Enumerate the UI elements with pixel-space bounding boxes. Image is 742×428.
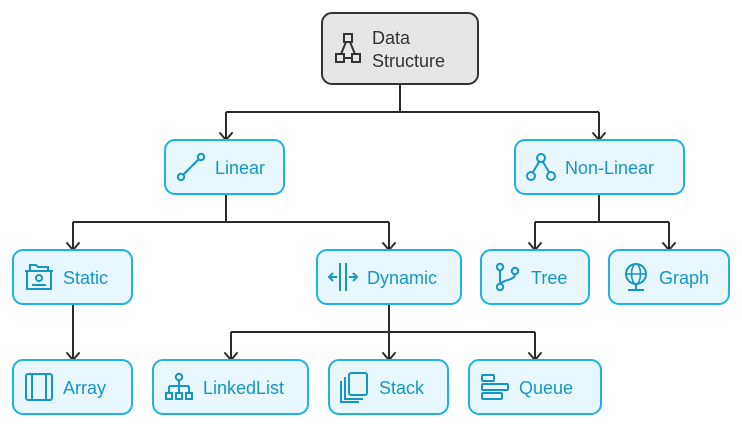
git-branch-icon <box>495 262 520 292</box>
node-array[interactable]: Array <box>12 359 133 415</box>
node-linkedlist[interactable]: LinkedList <box>152 359 309 415</box>
node-label: Stack <box>379 378 425 398</box>
film-strip-icon <box>25 373 53 401</box>
node-box <box>152 359 309 415</box>
node-queue[interactable]: Queue <box>468 359 602 415</box>
node-box <box>468 359 602 415</box>
connector-nonlinear-to-children <box>534 194 670 250</box>
hierarchy-icon <box>526 153 556 181</box>
node-label: Graph <box>659 268 709 288</box>
node-dynamic[interactable]: Dynamic <box>316 249 462 305</box>
node-label: Array <box>63 378 106 398</box>
node-data-structure[interactable]: Data Structure <box>321 12 479 85</box>
node-label: LinkedList <box>203 378 284 398</box>
node-label: Tree <box>531 268 567 288</box>
node-box <box>316 249 462 305</box>
connector-root-to-children <box>225 84 600 140</box>
node-box <box>164 139 285 195</box>
node-stack[interactable]: Stack <box>328 359 449 415</box>
node-box <box>480 249 590 305</box>
archive-box-icon <box>25 264 53 290</box>
node-linear[interactable]: Linear <box>164 139 285 195</box>
node-non-linear[interactable]: Non-Linear <box>514 139 685 195</box>
connector-linear-to-children <box>72 194 390 250</box>
stacked-cards-icon <box>340 372 368 403</box>
node-label: Dynamic <box>367 268 437 288</box>
node-label: Non-Linear <box>565 158 654 178</box>
globe-icon <box>625 263 647 291</box>
connectors <box>66 84 676 361</box>
node-box <box>321 12 479 85</box>
connector-dynamic-to-children <box>230 304 536 360</box>
node-label: Queue <box>519 378 573 398</box>
sitemap-icon <box>165 372 193 400</box>
node-label-line-2: Structure <box>372 51 445 71</box>
node-label: Static <box>63 268 108 288</box>
node-graph[interactable]: Graph <box>608 249 730 305</box>
node-box <box>12 249 133 305</box>
resize-horizontal-icon <box>327 263 359 291</box>
node-label-line-1: Data <box>372 28 411 48</box>
node-tree[interactable]: Tree <box>480 249 590 305</box>
node-box <box>514 139 685 195</box>
node-static[interactable]: Static <box>12 249 133 305</box>
queue-bars-icon <box>481 374 509 400</box>
line-segment-icon <box>176 152 206 182</box>
node-label: Linear <box>215 158 265 178</box>
triangle-nodes-icon <box>335 33 361 63</box>
